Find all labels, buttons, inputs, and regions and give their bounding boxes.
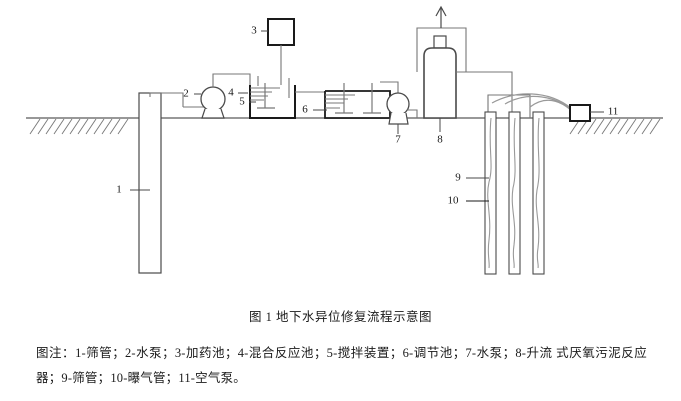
adjustment-tank-stirrer-right [363, 83, 381, 114]
mixing-reaction-tank-group [238, 76, 325, 119]
uasb-vessel-body [423, 47, 457, 119]
callout-label-2: 2 [183, 88, 189, 100]
figure-note: 图注：1-筛管；2-水泵；3-加药池；4-混合反应池；5-搅拌装置；6-调节池；… [0, 325, 681, 391]
pump2-outlet-pipe [212, 73, 251, 87]
air-pump-body [569, 104, 591, 122]
injection-wells-group [466, 94, 545, 275]
air-pump-group [491, 93, 604, 122]
stirring-device-5 [257, 83, 275, 109]
aeration-pipe-well-2 [511, 117, 516, 269]
callout-label-9: 9 [455, 172, 461, 184]
gas-outlet-arrow-icon [435, 5, 447, 17]
uasb-cap [433, 35, 447, 49]
pump7-base [388, 112, 409, 125]
pump7-outlet-pipe [407, 109, 418, 118]
injection-well-1 [484, 111, 497, 275]
process-flow-diagram: 1 2 3 4 5 6 7 8 9 10 11 [26, 5, 663, 275]
uasb-effluent-pipe [456, 71, 513, 118]
figure-title: 图 1 地下水异位修复流程示意图 [248, 310, 432, 324]
callout-label-3: 3 [251, 25, 257, 37]
pump7-body [386, 92, 410, 116]
air-hose-2 [504, 95, 577, 115]
mixing-tank-body [249, 85, 296, 119]
figure-note-line1: 图注：1-筛管；2-水泵；3-加药池；4-混合反应池；5-搅拌装置；6-调节池；… [36, 346, 553, 360]
air-hose-1 [491, 93, 576, 113]
extraction-well-group [130, 92, 184, 274]
adjustment-tank-group [313, 81, 399, 119]
injection-well-3 [532, 111, 545, 275]
figure-note-line2: 式厌氧污泥反应器；9-筛管；10-曝气管；11-空气泵。 [36, 346, 647, 385]
callout-numbers: 1 2 3 4 5 6 7 8 9 10 11 [116, 25, 618, 207]
aeration-pipe-well-3 [535, 117, 540, 269]
adjustment-tank-stirrer-left [335, 83, 353, 114]
callout-label-11: 11 [608, 106, 619, 118]
adjust-to-pump7-pipe [380, 81, 399, 95]
callout-label-10: 10 [448, 195, 460, 207]
callout-label-5: 5 [239, 96, 245, 108]
extraction-well-riser-pipe [149, 92, 184, 107]
caption-block: 图 1 地下水异位修复流程示意图 图注：1-筛管；2-水泵；3-加药池；4-混合… [0, 298, 681, 391]
dosing-tank-body [267, 18, 295, 46]
pump2-body [200, 86, 226, 112]
injection-well-2 [508, 111, 521, 275]
callout-label-8: 8 [437, 134, 443, 146]
dosing-tank-group [261, 18, 295, 88]
aeration-pipe-well-1 [487, 117, 492, 269]
water-pump-7-group [386, 92, 418, 134]
callout-label-4: 4 [228, 87, 234, 99]
diagram-canvas: 1 2 3 4 5 6 7 8 9 10 11 [26, 5, 663, 275]
water-pump-2-group [183, 73, 251, 119]
ground-layer [26, 117, 663, 135]
callout-label-1: 1 [116, 184, 122, 196]
callout-label-7: 7 [395, 134, 401, 146]
ground-hatch-right [569, 118, 661, 135]
uasb-reactor-group [416, 5, 513, 132]
ground-hatch-left [29, 118, 129, 135]
extraction-well-casing [138, 92, 162, 274]
callout-label-6: 6 [302, 104, 308, 116]
pump2-base [201, 108, 225, 119]
